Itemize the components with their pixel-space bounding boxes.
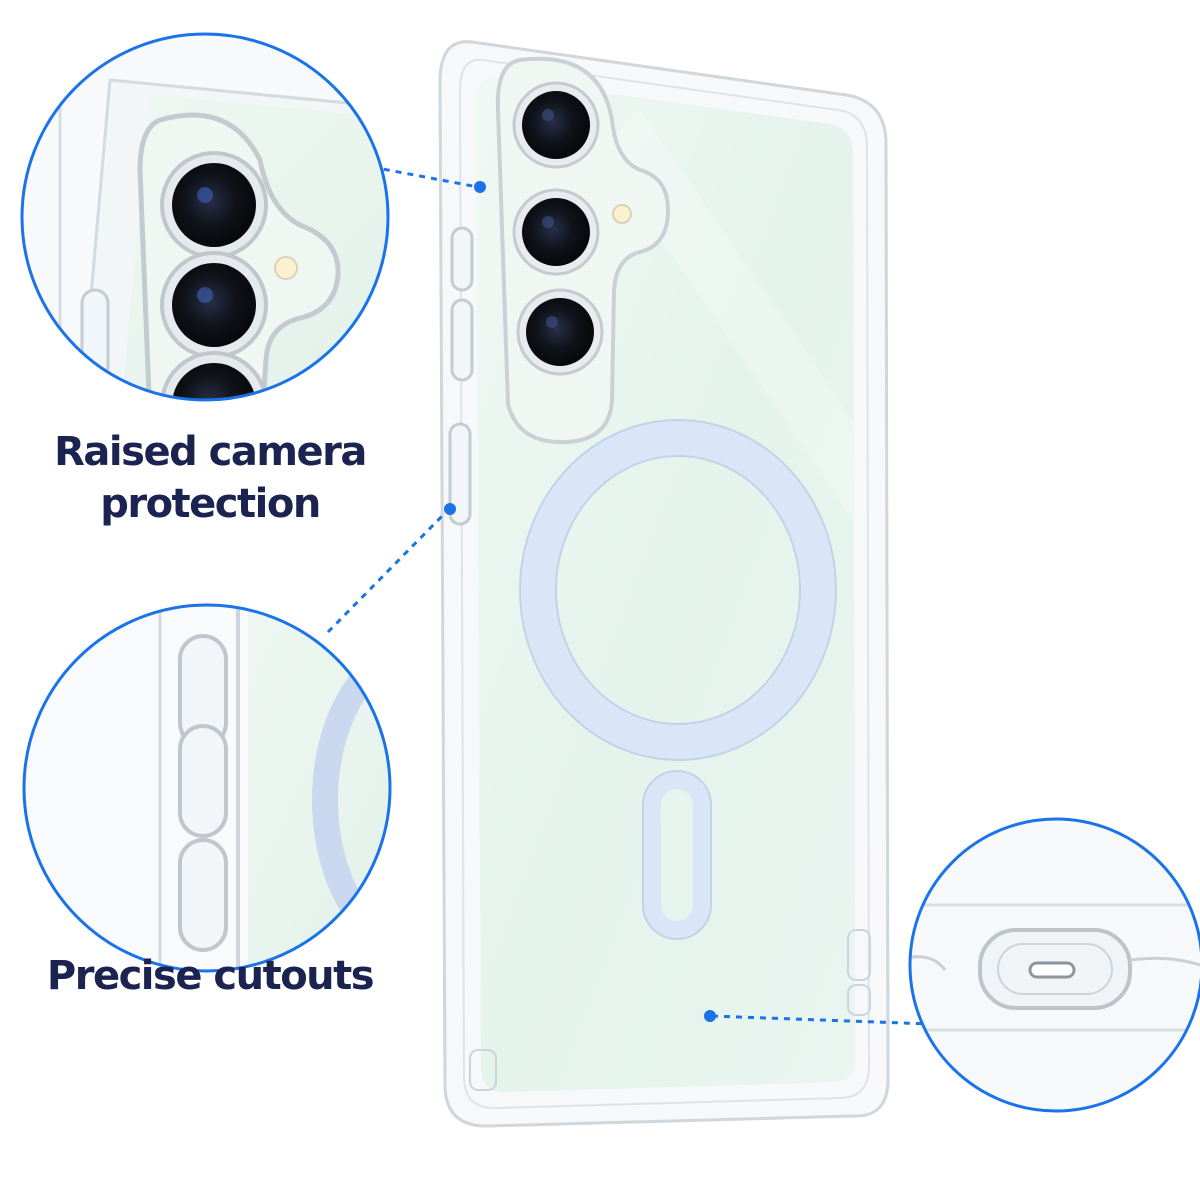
camera-lens: [522, 198, 590, 266]
caption-line: Precise cutouts: [46, 953, 375, 999]
zoom-cutouts: [22, 603, 392, 973]
callout-dot: [474, 181, 486, 193]
camera-lens: [526, 298, 594, 366]
callout-dot: [444, 503, 456, 515]
magsafe-ring: [519, 419, 837, 940]
zoom-camera: [20, 32, 390, 402]
case-inner-edge: [458, 58, 871, 1110]
feature-caption-camera: Raised camera protection: [40, 426, 380, 530]
side-button-covers: [448, 226, 474, 526]
caption-line: protection: [100, 481, 321, 527]
camera-lenses: [512, 81, 604, 376]
zoom-bottom-port: [908, 817, 1200, 1113]
flash-icon: [612, 204, 632, 224]
phone-case: [438, 40, 890, 1128]
camera-lens: [522, 91, 590, 159]
caption-line: Raised camera: [54, 429, 367, 475]
callout-dot: [704, 1010, 716, 1022]
callout-connectors: [326, 165, 959, 1027]
feature-caption-cutouts: Precise cutouts: [30, 950, 390, 1002]
